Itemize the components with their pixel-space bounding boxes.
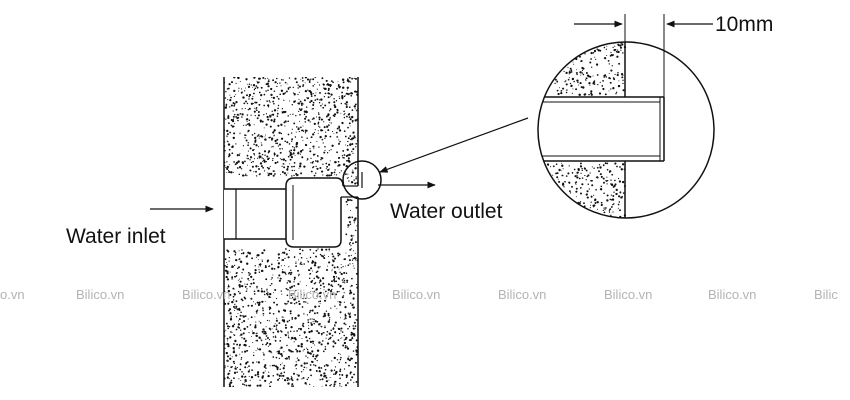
detail-marker-circle	[342, 160, 382, 200]
watermark-text: o.vn	[0, 287, 25, 302]
watermark-text: Bilico.vn	[498, 287, 546, 302]
chamber-fill	[286, 178, 358, 247]
watermark-text: Bilico.vn	[604, 287, 652, 302]
water-channel	[224, 172, 363, 248]
watermark-text: Bilic	[814, 287, 838, 302]
dimension-label: 10mm	[715, 13, 773, 36]
dimension-10mm: 10mm	[574, 13, 773, 97]
detail-circle-outline	[537, 41, 715, 219]
wall-speckle	[224, 77, 358, 387]
water-inlet-label: Water inlet	[66, 225, 166, 248]
watermark-row: o.vn Bilico.vn Bilico.vn Bilico.vn Bilic…	[0, 287, 838, 302]
watermark-text: Bilico.vn	[76, 287, 124, 302]
watermark-text: Bilico.vn	[288, 287, 336, 302]
detail-pipe-body	[538, 97, 664, 161]
detail-pointer-arrow	[379, 117, 529, 173]
watermark-text: Bilico.vn	[708, 287, 756, 302]
watermark-text: Bilico.vn	[392, 287, 440, 302]
chamber-top-edge	[285, 177, 344, 239]
inlet-opening	[224, 189, 286, 239]
chamber-bottom-edge	[285, 197, 342, 248]
watermark-text: Bilico.vn	[182, 287, 230, 302]
water-outlet-label: Water outlet	[390, 200, 503, 223]
